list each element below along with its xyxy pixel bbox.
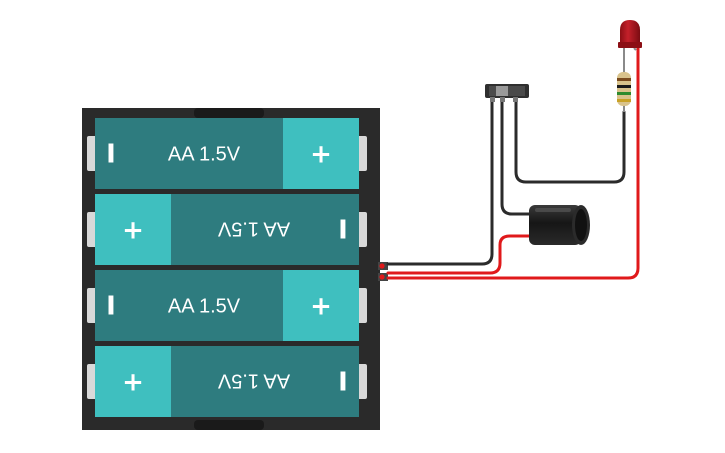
battery-label: AA 1.5V <box>168 296 241 318</box>
wire-black-resistor[interactable] <box>514 98 626 184</box>
battery-label: AA 1.5V <box>217 218 290 240</box>
red-led[interactable] <box>618 20 642 66</box>
holder-notch-bottom <box>194 420 264 430</box>
terminal-pin <box>379 274 385 280</box>
battery-label: AA 1.5V <box>168 144 241 166</box>
slide-switch[interactable] <box>485 84 529 102</box>
resistor[interactable] <box>617 66 631 112</box>
battery-positive-end <box>283 270 359 341</box>
switch-pin <box>490 97 495 102</box>
wire-red-led[interactable] <box>386 46 640 280</box>
holder-terminals <box>378 262 388 281</box>
resistor-band <box>617 85 631 88</box>
negative-symbol: I <box>338 216 348 246</box>
battery-positive-end <box>95 346 171 417</box>
wire-red-capacitor[interactable] <box>386 234 533 275</box>
switch-pin <box>513 97 518 102</box>
positive-symbol: + <box>122 368 144 398</box>
wires <box>386 46 640 280</box>
battery-aa[interactable]: + I AA 1.5V <box>87 346 367 417</box>
capacitor-stripe <box>535 208 571 212</box>
wire-black-switch[interactable] <box>386 98 494 266</box>
resistor-band <box>617 99 631 102</box>
battery-aa[interactable]: + I AA 1.5V <box>87 194 367 265</box>
led-dome <box>620 20 640 42</box>
switch-knob[interactable] <box>496 86 508 96</box>
wire-black-capacitor[interactable] <box>500 98 533 216</box>
led-rim <box>618 42 642 48</box>
holder-notch-top <box>194 108 264 118</box>
terminal-pin <box>379 263 385 269</box>
negative-symbol: I <box>106 140 116 170</box>
positive-symbol: + <box>310 292 332 322</box>
led-lead-anode <box>633 47 637 51</box>
negative-symbol: I <box>338 368 348 398</box>
resistor-band <box>617 92 631 95</box>
battery-aa[interactable]: + I AA 1.5V <box>87 270 367 341</box>
positive-symbol: + <box>122 216 144 246</box>
battery-aa[interactable]: + I AA 1.5V <box>87 118 367 189</box>
battery-label: AA 1.5V <box>217 370 290 392</box>
negative-symbol: I <box>106 292 116 322</box>
positive-symbol: + <box>310 140 332 170</box>
battery-positive-end <box>283 118 359 189</box>
battery-positive-end <box>95 194 171 265</box>
capacitor-end-inner <box>575 209 587 241</box>
electrolytic-capacitor[interactable] <box>529 205 590 245</box>
switch-pin <box>500 97 505 102</box>
battery-group: + I AA 1.5V + I AA 1.5V + I AA 1.5V + I AA 1.5V <box>87 118 367 417</box>
resistor-band <box>617 78 631 81</box>
capacitor-body <box>529 205 581 245</box>
